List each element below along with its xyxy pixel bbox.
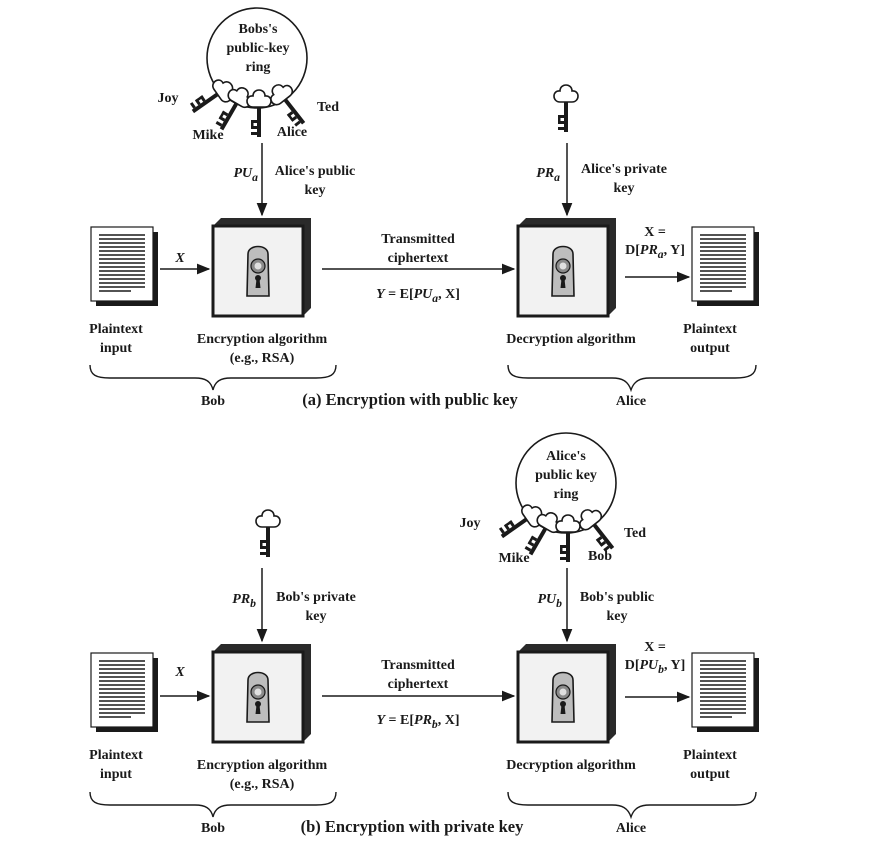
cipher-equation-a: Y = E[PUa, X] bbox=[376, 287, 460, 305]
private-key-label-a-line1: Alice's private bbox=[581, 162, 667, 177]
plaintext-input-label-b-line2: input bbox=[100, 767, 132, 782]
plaintext-output-label-a-line1: Plaintext bbox=[683, 322, 737, 337]
transmitted-label-b-line2: ciphertext bbox=[387, 677, 449, 692]
ring-owner-ted-b: Ted bbox=[623, 526, 647, 541]
cipher-equation-b: Y = E[PRb, X] bbox=[376, 713, 460, 731]
encryption-label-a-line2: (e.g., RSA) bbox=[229, 351, 295, 366]
plaintext-input-label-a-line1: Plaintext bbox=[89, 322, 143, 337]
output-equation-a-line1: X = bbox=[644, 225, 666, 240]
party-alice-b: Alice bbox=[615, 821, 647, 836]
key-ring-title-line1: Bobs's bbox=[238, 22, 278, 37]
transmitted-label-a-line2: ciphertext bbox=[387, 251, 449, 266]
ring-owner-joy-b: Joy bbox=[459, 516, 481, 531]
encryption-label-b-line2: (e.g., RSA) bbox=[229, 777, 295, 792]
alice-private-key-a bbox=[553, 84, 579, 133]
public-key-label-b-line1: Bob's public bbox=[579, 590, 655, 605]
input-var-a: X bbox=[175, 251, 185, 266]
key-ring-title-b-line2: public key bbox=[535, 468, 597, 483]
plaintext-output-doc-b bbox=[691, 652, 760, 733]
ring-owner-bob-b: Bob bbox=[587, 549, 613, 564]
private-key-label-a-line2: key bbox=[613, 181, 635, 196]
ring-owner-joy: Joy bbox=[157, 91, 179, 106]
panel-a bbox=[89, 8, 760, 393]
brace-bob-a bbox=[89, 364, 337, 391]
plaintext-input-label-b-line1: Plaintext bbox=[89, 748, 143, 763]
public-key-label-b-line2: key bbox=[606, 609, 628, 624]
transmitted-label-a-line1: Transmitted bbox=[381, 232, 455, 247]
plaintext-output-label-b-line1: Plaintext bbox=[683, 748, 737, 763]
plaintext-input-doc-a bbox=[90, 226, 159, 307]
private-key-label-b-line1: Bob's private bbox=[276, 590, 356, 605]
brace-bob-b bbox=[89, 791, 337, 818]
key-ring-title-line3: ring bbox=[245, 60, 271, 75]
party-alice-a: Alice bbox=[615, 394, 647, 409]
ring-owner-mike: Mike bbox=[192, 128, 224, 143]
encryption-label-a-line1: Encryption algorithm bbox=[196, 332, 328, 347]
plaintext-input-label-a-line2: input bbox=[100, 341, 132, 356]
panel-b bbox=[89, 433, 760, 820]
private-key-symbol-a: PRa bbox=[536, 166, 560, 184]
caption-b: (b) Encryption with private key bbox=[300, 817, 524, 836]
output-equation-b-line2: D[PUb, Y] bbox=[624, 658, 686, 676]
plaintext-output-label-a-line2: output bbox=[690, 341, 730, 356]
plaintext-input-doc-b bbox=[90, 652, 159, 733]
party-bob-b: Bob bbox=[200, 821, 226, 836]
public-key-symbol-a: PUa bbox=[233, 166, 259, 184]
caption-a: (a) Encryption with public key bbox=[302, 390, 518, 409]
public-key-symbol-b: PUb bbox=[537, 592, 563, 610]
decryption-box-b bbox=[516, 642, 618, 744]
party-bob-a: Bob bbox=[200, 394, 226, 409]
key-ring-title-line2: public-key bbox=[226, 41, 290, 56]
decryption-label-a: Decryption algorithm bbox=[506, 332, 636, 347]
ring-owner-ted: Ted bbox=[316, 100, 340, 115]
brace-alice-b bbox=[507, 791, 757, 820]
output-equation-b-line1: X = bbox=[644, 640, 666, 655]
ring-owner-alice: Alice bbox=[276, 125, 308, 140]
private-key-label-b-line2: key bbox=[305, 609, 327, 624]
brace-alice-a bbox=[507, 364, 757, 393]
encryption-box-a bbox=[211, 216, 313, 318]
input-var-b: X bbox=[175, 665, 185, 680]
encryption-label-b-line1: Encryption algorithm bbox=[196, 758, 328, 773]
transmitted-label-b-line1: Transmitted bbox=[381, 658, 455, 673]
plaintext-output-doc-a bbox=[691, 226, 760, 307]
public-key-label-a-line2: key bbox=[304, 183, 326, 198]
key-ring-title-b-line3: ring bbox=[553, 487, 579, 502]
private-key-symbol-b: PRb bbox=[232, 592, 256, 610]
ring-owner-mike-b: Mike bbox=[498, 551, 530, 566]
plaintext-output-label-b-line2: output bbox=[690, 767, 730, 782]
bob-private-key-b bbox=[255, 509, 281, 558]
encryption-box-b bbox=[211, 642, 313, 744]
output-equation-a-line2: D[PRa, Y] bbox=[625, 243, 685, 261]
public-key-label-a-line1: Alice's public bbox=[274, 164, 356, 179]
key-ring-title-b-line1: Alice's bbox=[546, 449, 586, 464]
decryption-box-a bbox=[516, 216, 618, 318]
decryption-label-b: Decryption algorithm bbox=[506, 758, 636, 773]
